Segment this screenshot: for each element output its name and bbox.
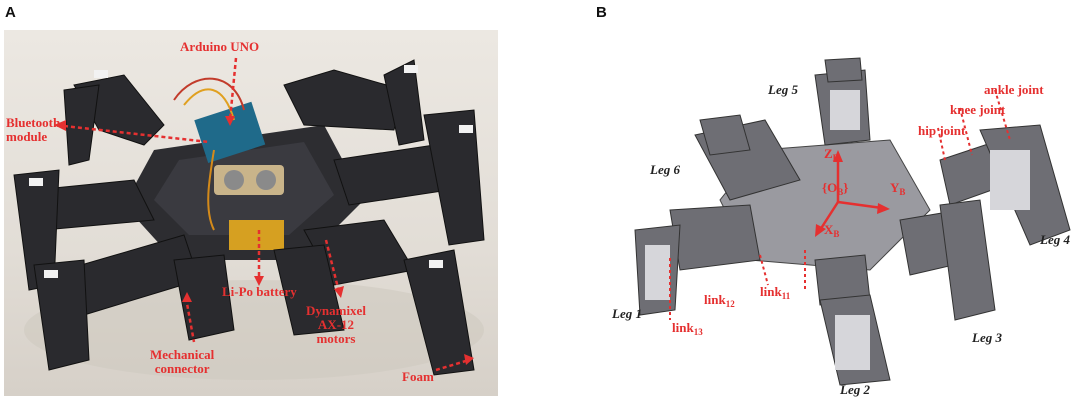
label-leg-5: Leg 5 [768, 82, 798, 97]
label-bluetooth-module: Bluetooth module [6, 116, 60, 144]
axis-x-label: XB [824, 222, 839, 239]
label-leg-3: Leg 3 [972, 330, 1002, 345]
label-ankle-joint: ankle joint [984, 82, 1044, 97]
label-leg-2: Leg 2 [840, 382, 870, 397]
label-link-12: link12 [704, 292, 735, 309]
axis-z-subscript: B [832, 153, 839, 163]
label-leg-4: Leg 4 [1040, 232, 1070, 247]
axis-x-subscript: B [833, 229, 840, 239]
link-12-base: link [704, 292, 726, 307]
link-12-subscript: 12 [725, 299, 735, 309]
panel-b-letter: B [596, 4, 607, 21]
label-knee-joint: knee joint [950, 102, 1006, 117]
label-link-11: link11 [760, 284, 790, 301]
link-11-base: link [760, 284, 782, 299]
label-dynamixel-line2: AX-12 [317, 317, 355, 332]
axis-z-letter: Z [824, 146, 833, 161]
label-mechanical-line1: Mechanical [150, 347, 215, 362]
label-arduino-uno: Arduino UNO [180, 39, 260, 54]
axis-y-label: YB [890, 180, 905, 197]
label-hip-joint: hip joint [918, 123, 966, 138]
label-link-13: link13 [672, 320, 703, 337]
hexapod-cad-illustration [634, 57, 1071, 386]
axis-o-letter: O [827, 180, 838, 195]
label-mechanical-connector: Mechanical connector [150, 348, 214, 376]
label-bluetooth-line2: module [6, 129, 48, 144]
label-bluetooth-line1: Bluetooth [6, 115, 61, 130]
hexapod-photo-illustration [13, 57, 485, 380]
panel-a-letter: A [5, 4, 16, 21]
axis-o-subscript: B [837, 187, 844, 197]
label-mechanical-line2: connector [154, 361, 210, 376]
axis-z-label: ZB [824, 146, 839, 163]
axis-origin-label: {OB} [822, 180, 849, 197]
axis-x-letter: X [824, 222, 834, 237]
axis-y-subscript: B [899, 187, 906, 197]
link-13-subscript: 13 [693, 327, 703, 337]
label-lipo-battery: Li-Po battery [222, 284, 297, 299]
label-foam: Foam [402, 369, 434, 384]
label-leg-1: Leg 1 [612, 306, 642, 321]
hexapod-cad-drawing: Leg 5 Leg 6 Leg 4 Leg 1 Leg 3 Leg 2 ankl… [600, 30, 1084, 402]
label-dynamixel-line1: Dynamixel [306, 303, 366, 318]
label-dynamixel-motors: Dynamixel AX-12 motors [306, 304, 366, 346]
link-13-base: link [672, 320, 694, 335]
link-11-subscript: 11 [781, 291, 791, 301]
label-leg-6: Leg 6 [650, 162, 680, 177]
hexapod-photo: Arduino UNO Bluetooth module Li-Po batte… [4, 30, 498, 396]
axis-y-letter: Y [890, 180, 900, 195]
label-dynamixel-line3: motors [316, 331, 356, 346]
